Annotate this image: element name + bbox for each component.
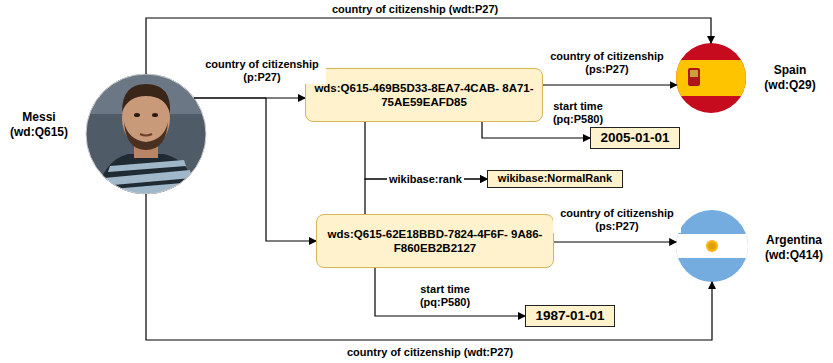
entity-circle: Argentina (wd:Q414) <box>676 210 748 282</box>
connector-arrow <box>543 84 677 85</box>
date-box: 1987-01-01 <box>525 305 615 327</box>
node-text: wikibase:NormalRank <box>498 172 612 186</box>
entity-label: Argentina (wd:Q414) <box>756 233 832 263</box>
edge-label: country of citizenship (ps:P27) <box>543 50 671 76</box>
entity-circle: Spain (wd:Q29) <box>676 43 746 113</box>
connector-arrow <box>146 194 712 340</box>
edge-label: wikibase:rank <box>387 173 464 186</box>
node-text: wds:Q615-469B5D33-8EA7-4CAB- 8A71-75AE59… <box>311 81 537 110</box>
edge-label: country of citizenship (p:P27) <box>198 58 326 84</box>
statement-box: wds:Q615-469B5D33-8EA7-4CAB- 8A71-75AE59… <box>305 68 543 122</box>
connector-arrow <box>365 122 487 179</box>
node-text: 2005-01-01 <box>600 130 669 147</box>
connector-arrow <box>194 98 316 241</box>
edge-label: country of citizenship (ps:P27) <box>553 207 681 233</box>
spain-flag <box>676 43 746 113</box>
node-text: wds:Q615-62E18BBD-7824-4F6F- 9A86-F860EB… <box>322 227 548 256</box>
connector-arrow <box>375 268 525 316</box>
edge-label: country of citizenship (wdt:P27) <box>330 3 500 16</box>
entity-circle: Messi (wd:Q615) <box>86 74 206 194</box>
statement-box: wds:Q615-62E18BBD-7824-4F6F- 9A86-F860EB… <box>316 214 554 268</box>
entity-label: Messi (wd:Q615) <box>0 110 78 140</box>
rank-box: wikibase:NormalRank <box>487 170 623 188</box>
edge-label: start time (pq:P580) <box>544 100 612 126</box>
entity-label: Spain (wd:Q29) <box>758 63 822 93</box>
edge-label: country of citizenship (wdt:P27) <box>345 346 515 359</box>
player-photo <box>86 74 206 198</box>
connector-arrow <box>554 241 676 242</box>
node-text: 1987-01-01 <box>535 308 604 325</box>
date-box: 2005-01-01 <box>590 127 680 149</box>
edge-label: start time (pq:P580) <box>411 283 479 309</box>
argentina-flag <box>676 210 748 282</box>
